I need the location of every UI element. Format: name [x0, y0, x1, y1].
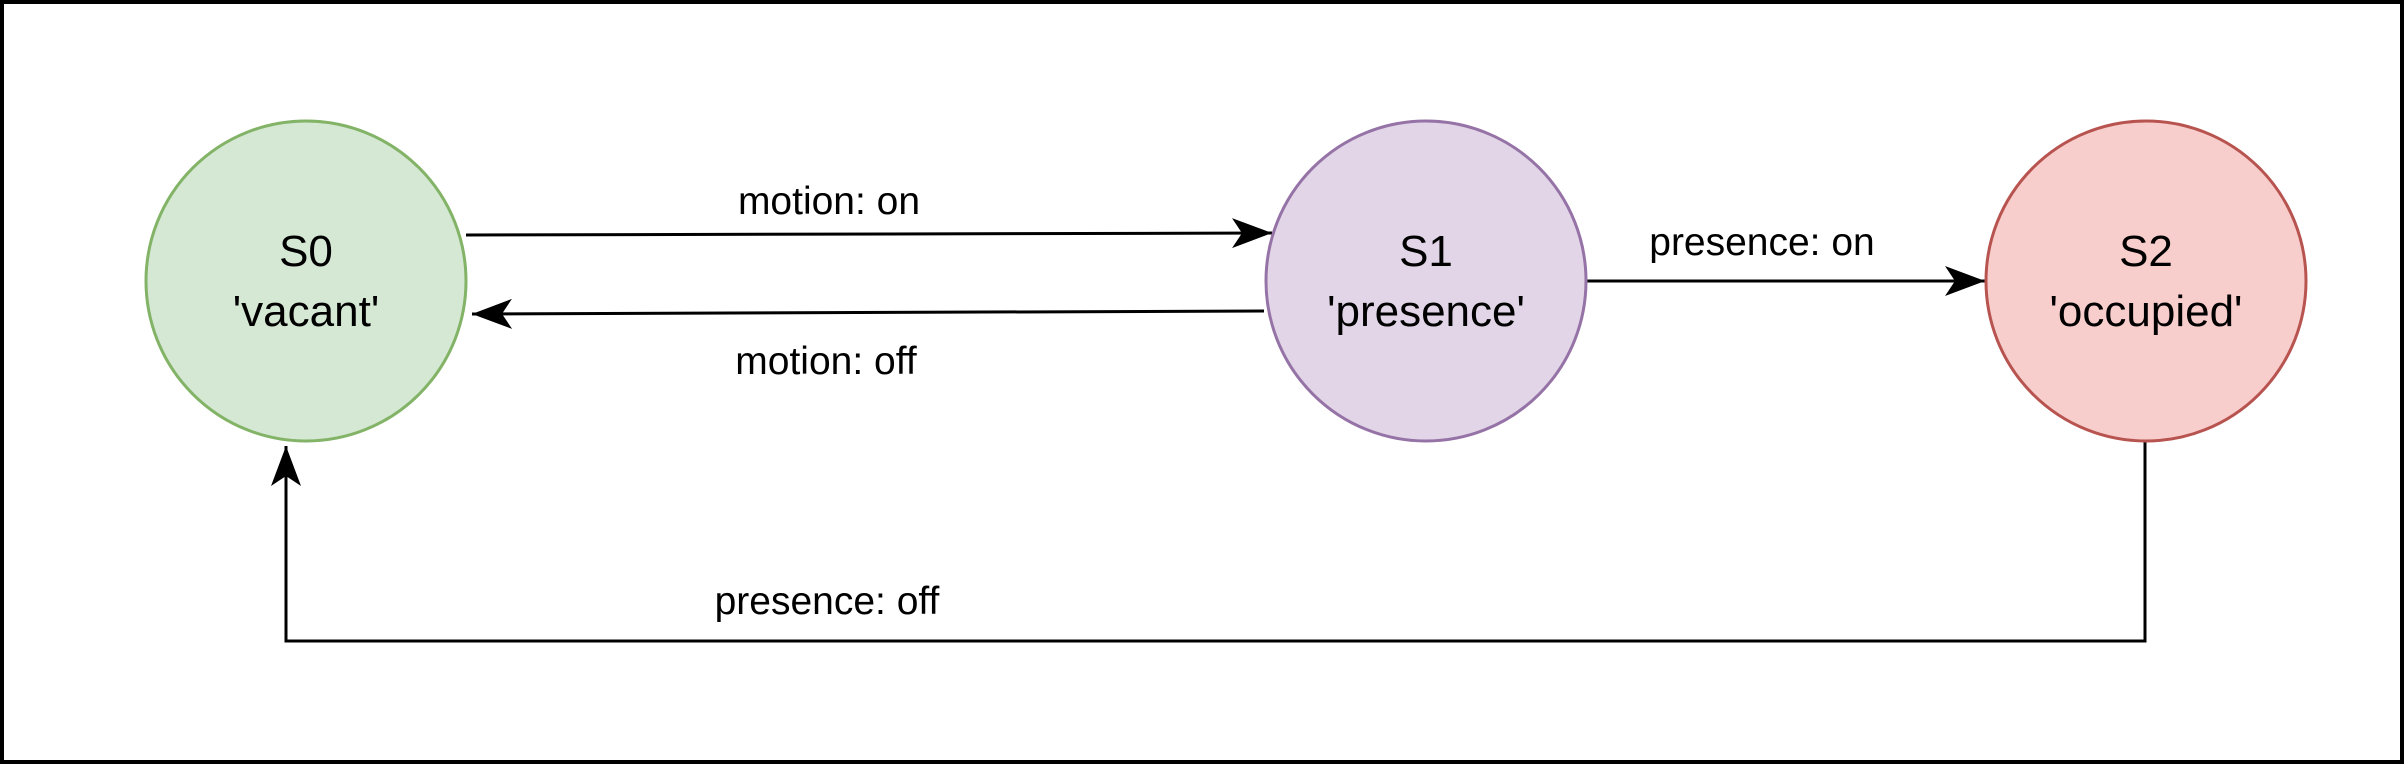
arrow-motion-off: [471, 298, 1265, 329]
transition-s0-to-s1: motion: on: [465, 180, 1273, 249]
label-motion-off: motion: off: [735, 340, 917, 383]
state-s0-name: 'vacant': [233, 287, 379, 336]
label-presence-off: presence: off: [715, 580, 940, 623]
state-s1-circle: [1264, 119, 1588, 443]
arrow-motion-on: [465, 218, 1273, 249]
state-s0-id: S0: [279, 227, 333, 276]
state-s1: S1 'presence': [1264, 119, 1588, 443]
transition-s2-to-s0: presence: off: [271, 442, 2147, 643]
label-presence-on: presence: on: [1649, 221, 1875, 264]
transition-s1-to-s2: presence: on: [1586, 221, 1985, 296]
transition-s1-to-s0: motion: off: [471, 298, 1265, 383]
label-motion-on: motion: on: [738, 180, 920, 223]
state-s0-circle: [144, 119, 468, 443]
state-s2: S2 'occupied': [1984, 119, 2308, 443]
arrow-presence-off: [271, 442, 2147, 643]
state-s1-name: 'presence': [1327, 287, 1525, 336]
state-s2-circle: [1984, 119, 2308, 443]
state-s1-id: S1: [1399, 227, 1453, 276]
state-s2-id: S2: [2119, 227, 2173, 276]
state-s2-name: 'occupied': [2050, 287, 2243, 336]
state-s0: S0 'vacant': [144, 119, 468, 443]
